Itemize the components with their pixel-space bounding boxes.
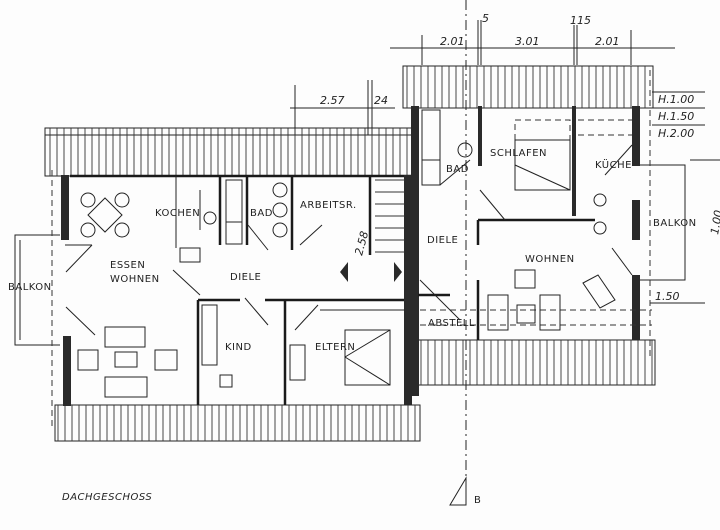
room-label-kueche: KÜCHE [595, 158, 632, 171]
dim-label: 2.01 [595, 35, 620, 48]
room-label-diele: DIELE [427, 235, 458, 246]
room-label-kochen: KOCHEN [155, 208, 200, 219]
section-marker-label: B [474, 495, 481, 506]
section-marker: B [449, 476, 481, 506]
dim-label: 1.50 [655, 290, 680, 303]
roof-band-right-bottom [409, 339, 656, 386]
roof-band-right-top [402, 65, 654, 109]
dim-label: 2.57 [320, 94, 345, 107]
room-label-abstell: ABSTELL [428, 318, 475, 329]
room-label-bad: BAD [250, 208, 273, 219]
dim-label: 2.58 [352, 230, 371, 257]
room-label-wohnen: WOHNEN [110, 274, 160, 285]
height-label: H.2.00 [658, 127, 694, 140]
dim-label: 3.01 [515, 35, 540, 48]
plan-title: DACHGESCHOSS [62, 492, 152, 503]
dim-label: 2.01 [440, 35, 465, 48]
room-label-essen: ESSEN [110, 260, 145, 271]
room-label-wohnen: WOHNEN [525, 254, 575, 265]
room-label-schlafen: SCHLAFEN [490, 148, 547, 159]
dim-label: 24 [374, 94, 388, 107]
height-label: H.1.00 [658, 93, 694, 106]
dim-label: 1.00 [708, 209, 720, 235]
room-label-eltern: ELTERN [315, 342, 355, 353]
walls-right-unit [411, 106, 652, 396]
dimension-lines [290, 0, 720, 500]
room-label-arbeitsr: ARBEITSR. [300, 200, 357, 211]
room-label-balkon: BALKON [653, 218, 697, 229]
roof-band-left-top [44, 127, 416, 177]
dim-label: 115 [570, 14, 591, 27]
height-label: H.1.50 [658, 110, 694, 123]
balcony-right [640, 70, 686, 360]
room-label-bad: BAD [446, 164, 469, 175]
walls-left-unit [61, 174, 415, 406]
room-label-diele: DIELE [230, 272, 261, 283]
room-label-kind: KIND [225, 342, 252, 353]
room-label-balkon: BALKON [8, 282, 52, 293]
dim-label: 5 [482, 12, 489, 25]
roof-band-left-bottom [54, 404, 421, 442]
balcony-left [14, 170, 60, 430]
